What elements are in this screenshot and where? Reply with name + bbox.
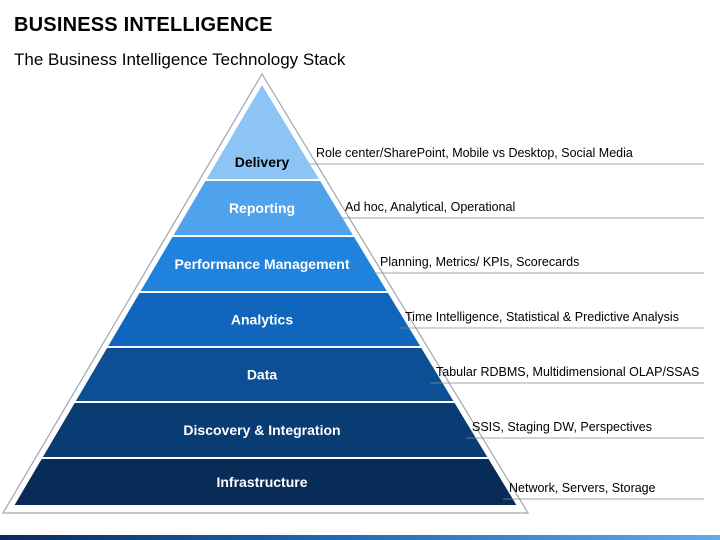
tier-label: Delivery — [235, 154, 290, 170]
page-title: BUSINESS INTELLIGENCE — [14, 14, 273, 36]
tier-label: Data — [247, 367, 278, 383]
tier-label: Analytics — [231, 312, 293, 328]
pyramid-tier-3 — [140, 237, 387, 291]
tier-description: Planning, Metrics/ KPIs, Scorecards — [380, 255, 579, 269]
tier-label: Performance Management — [174, 256, 349, 272]
tier-label: Infrastructure — [216, 474, 307, 490]
tier-description: Role center/SharePoint, Mobile vs Deskto… — [316, 146, 633, 160]
tier-description: Tabular RDBMS, Multidimensional OLAP/SSA… — [436, 365, 699, 379]
pyramid-outline — [1, 72, 530, 514]
pyramid-tier-7 — [14, 459, 517, 505]
tier-description: SSIS, Staging DW, Perspectives — [472, 420, 652, 434]
pyramid-tier-2 — [173, 181, 353, 235]
tier-label: Reporting — [229, 200, 295, 216]
tier-description: Time Intelligence, Statistical & Predict… — [405, 310, 679, 324]
pyramid-tier-4 — [108, 293, 421, 346]
pyramid-tier-6 — [42, 403, 488, 457]
pyramid-tier-1 — [206, 85, 319, 179]
page-subtitle: The Business Intelligence Technology Sta… — [14, 50, 346, 69]
tier-descriptions: Role center/SharePoint, Mobile vs Deskto… — [310, 146, 704, 500]
tier-description: Network, Servers, Storage — [509, 481, 656, 495]
tier-description: Ad hoc, Analytical, Operational — [345, 200, 515, 214]
footer-accent-bar — [0, 535, 720, 540]
tier-label: Discovery & Integration — [183, 422, 340, 438]
pyramid-tier-5 — [75, 348, 454, 401]
